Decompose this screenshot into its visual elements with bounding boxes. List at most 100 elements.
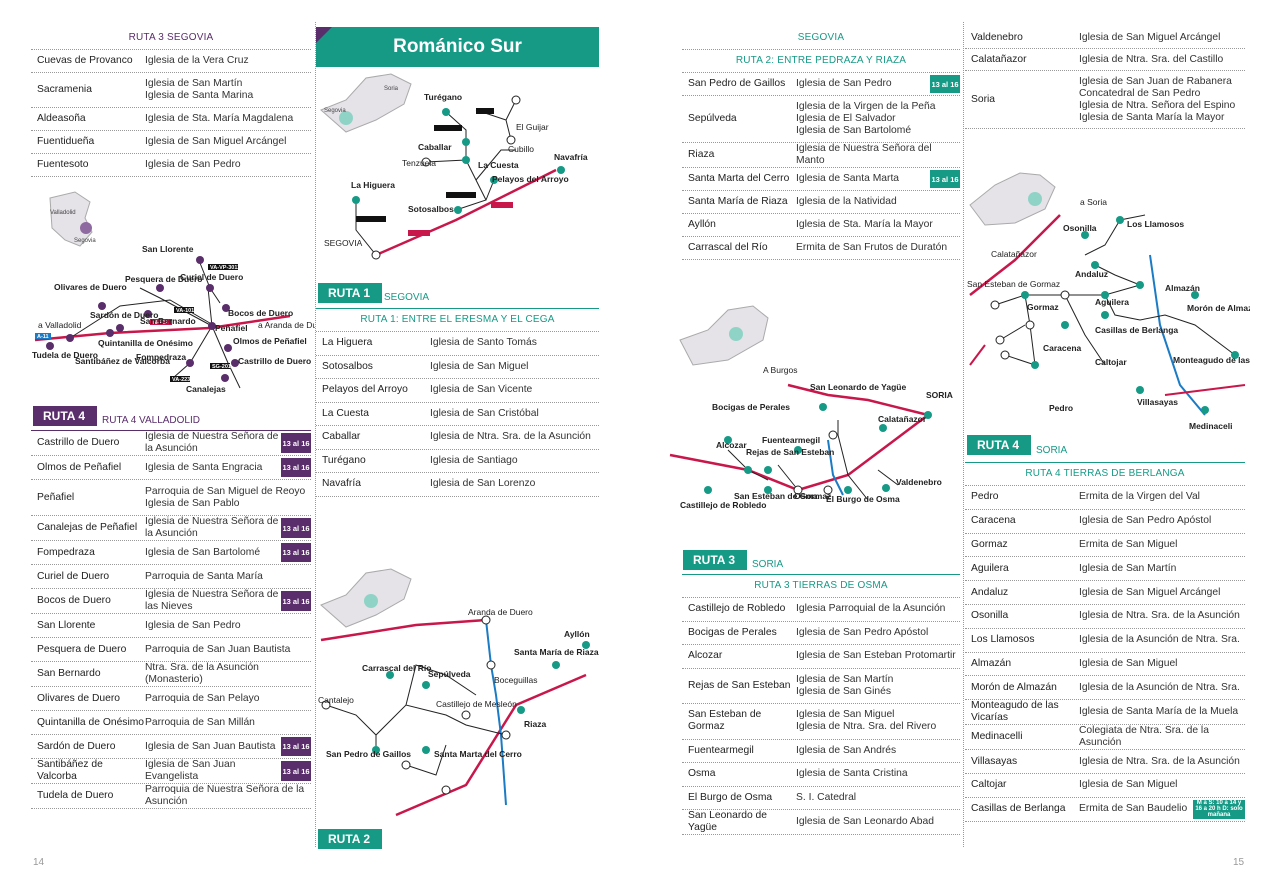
place-name: Santibáñez de Valcorba	[37, 759, 103, 782]
place-name: Fuentesoto	[37, 159, 89, 170]
place-name: Monteagudo de las Vicarías	[971, 700, 1059, 724]
table-row: Canalejas de Peñafiel Iglesia de Nuestra …	[31, 516, 311, 541]
church-name: Iglesia de la Virgen de la Peña Iglesia …	[796, 101, 936, 136]
road-line	[207, 287, 241, 389]
church-name: Iglesia de San Martín Iglesia de San Gin…	[796, 673, 894, 697]
table-row: Santibáñez de Valcorba Iglesia de San Jua…	[31, 759, 311, 784]
place-name: Caracena	[971, 515, 1016, 527]
opening-badge: 13 al 16	[281, 458, 311, 477]
church-name: Iglesia de Santa Engracia	[145, 461, 263, 473]
map-label-tenzuela: Tenzuela	[402, 158, 436, 168]
road-tag-text: N-122	[153, 320, 168, 326]
region-shape	[969, 172, 1056, 226]
road-line	[445, 111, 487, 211]
place-name: San Bernardo	[37, 668, 101, 679]
map-label-burgo-osma: El Burgo de Osma	[826, 494, 900, 504]
road-n111	[969, 344, 1246, 396]
road-tag-text: VA-101	[176, 308, 194, 314]
map-label-castrillo: Castrillo de Duero	[238, 356, 311, 366]
map-label-osonilla: Osonilla	[1063, 223, 1097, 233]
place-name: Alcozar	[688, 650, 723, 662]
church-name: Iglesia de Santiago	[430, 454, 518, 466]
ruta3-segovia-header: RUTA 3 SEGOVIA	[31, 27, 311, 50]
church-name: Iglesia de Nuestra Señora de la Asunción	[145, 516, 279, 539]
road-tag	[170, 376, 190, 382]
map-label-quintanilla: Quintanilla de Onésimo	[98, 338, 193, 348]
place-name: La Cuesta	[322, 407, 369, 419]
region-label-segovia: Segovia	[74, 238, 96, 244]
church-name: Iglesia de San Bartolomé	[145, 546, 261, 558]
road-tag-n122	[150, 319, 172, 325]
church-name: Iglesia de San Martín Iglesia de Santa M…	[145, 78, 254, 101]
opening-badge: 13 al 16	[281, 543, 311, 562]
church-name: Iglesia de San Miguel Arcángel	[1079, 586, 1221, 598]
road-lines	[727, 420, 899, 501]
map-label-sardon: Sardón de Duero	[90, 310, 158, 320]
church-name: Iglesia de San Pedro Apóstol	[796, 626, 929, 638]
map-label-sepulveda: Sepúlveda	[428, 669, 471, 679]
place-name: Pedro	[971, 491, 999, 503]
place-name: Navafría	[322, 478, 361, 490]
church-name: Iglesia de Sta. María la Mayor	[796, 219, 933, 230]
place-name: San Llorente	[37, 619, 96, 631]
map-label-ayllon: Ayllón	[564, 629, 590, 639]
segovia-route1-map: Segovia Soria Turégano El Guijar Cubillo…	[320, 73, 588, 260]
ruta2-header: RUTA 2: ENTRE PEDRAZA Y RIAZA	[682, 50, 960, 73]
church-name: Iglesia de San Juan Evangelista	[145, 759, 236, 782]
ruta4-tag: RUTA 4	[33, 406, 97, 426]
map-label-calatanazor: Calatañazor	[991, 249, 1037, 259]
road-line	[139, 287, 213, 327]
right-page: SEGOVIA RUTA 2: ENTRE PEDRAZA Y RIAZA Sa…	[640, 0, 1287, 889]
place-name: Aldeasoña	[37, 113, 86, 124]
road-tag	[446, 192, 476, 198]
map-white-nodes	[321, 615, 511, 795]
place-name: Canalejas de Peñafiel	[37, 522, 138, 533]
map-nodes	[372, 641, 590, 754]
map-label-cubillo: Cubillo	[508, 144, 534, 154]
church-name: Iglesia de la Asunción de Ntra. Sra.	[1079, 681, 1240, 693]
map-label-aranda: Aranda de Duero	[468, 607, 533, 617]
church-name: Parroquia de Santa María	[145, 570, 263, 582]
place-name: Riaza	[688, 149, 715, 160]
road-a15	[1149, 254, 1206, 416]
church-name: Iglesia de San Miguel Arcángel	[1079, 31, 1221, 43]
church-name: Iglesia de San Pedro Apóstol	[1079, 515, 1212, 527]
map-label-alcozar: Alcozar	[716, 440, 747, 450]
place-name: Peñafiel	[37, 491, 75, 503]
opening-badge: 13 al 16	[930, 170, 960, 188]
church-name: Parroquia de Nuestra Señora de la Asunci…	[145, 784, 305, 807]
church-name: Iglesia de San Cristóbal	[430, 407, 539, 419]
road-lines	[325, 664, 507, 776]
church-name: Iglesia de Nuestra Señora de la Asunción	[145, 431, 279, 454]
place-name: Cuevas de Provanco	[37, 55, 133, 66]
road-tag	[434, 125, 462, 131]
church-name: Iglesia de San Miguel Iglesia de Ntra. S…	[796, 709, 937, 733]
road-tag-a11	[35, 333, 51, 339]
church-name: Iglesia de San Miguel	[1079, 779, 1178, 791]
region-valladolid-shape	[49, 191, 93, 247]
road-n122	[320, 618, 487, 642]
segovia-header: SEGOVIA	[682, 27, 960, 50]
osma-route-map: A Burgos San Leonardo de Yagüe SORIA Boc…	[669, 305, 953, 510]
map-label-aguilera: Aguilera	[1095, 297, 1129, 307]
